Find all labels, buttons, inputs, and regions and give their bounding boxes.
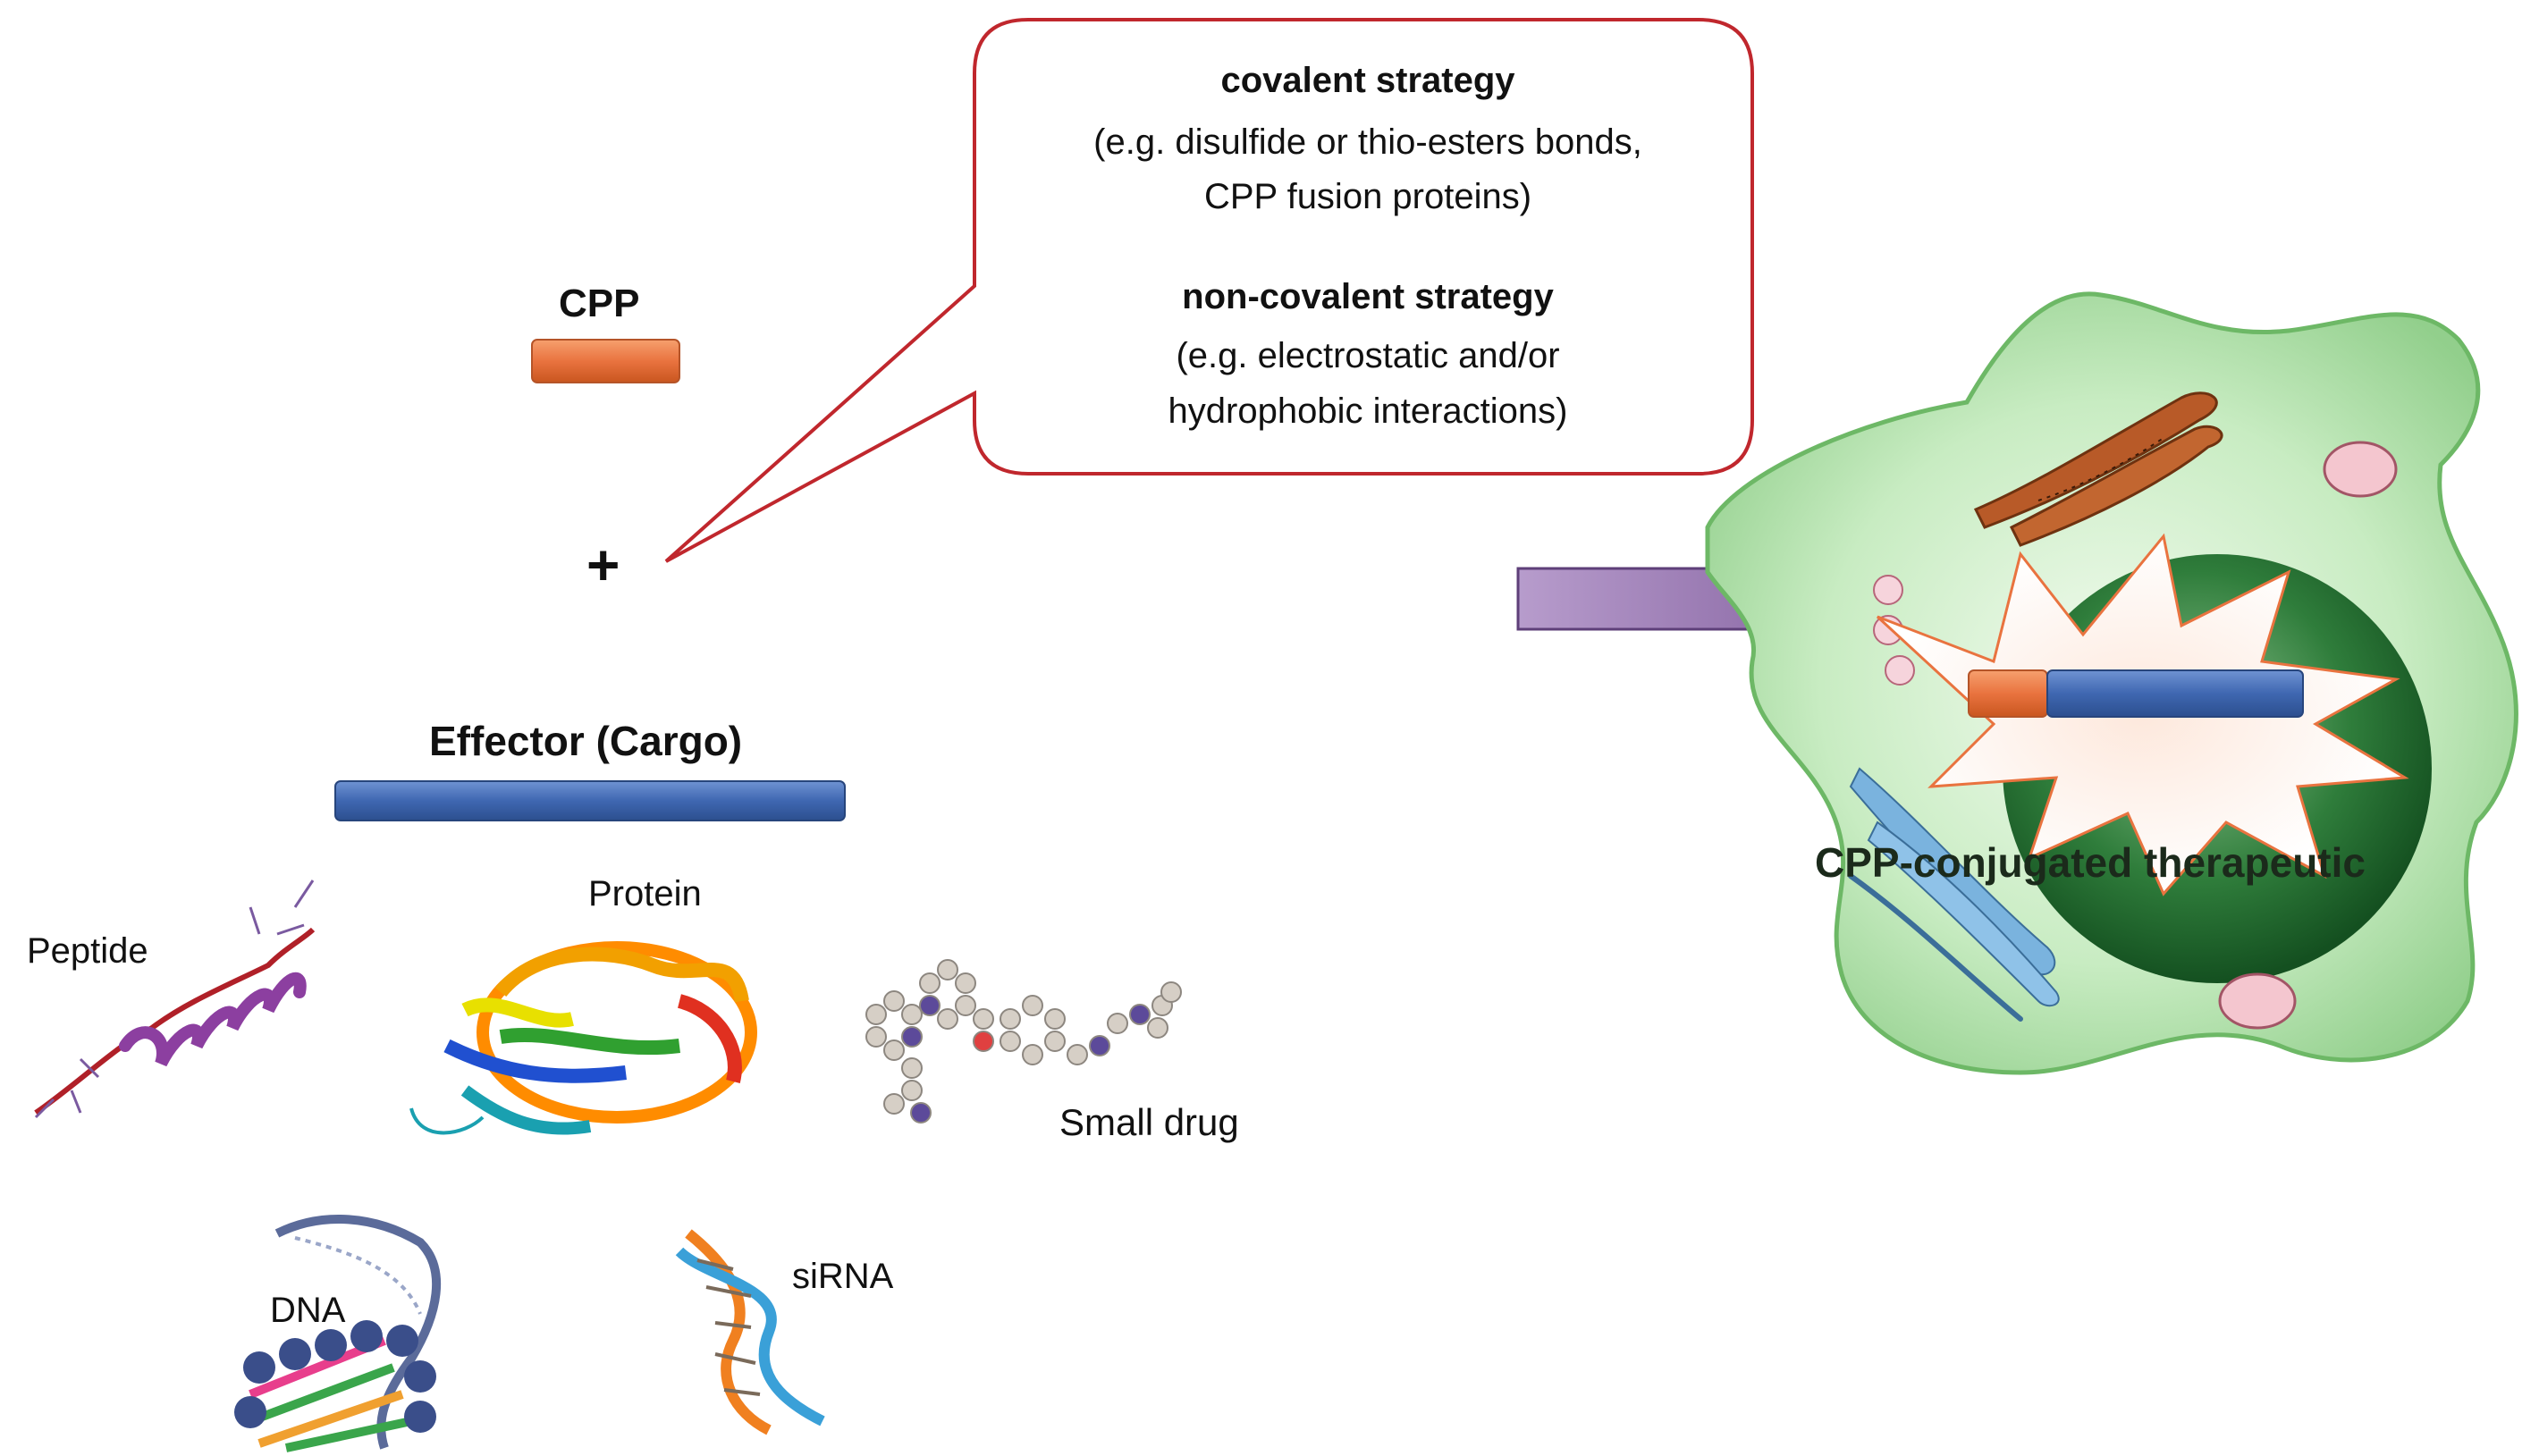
callout-covalent-line1: (e.g. disulfide or thio-esters bonds, <box>1093 122 1642 162</box>
callout-noncovalent-line2: hydrophobic interactions) <box>1168 391 1568 431</box>
endoplasmic-reticulum <box>1848 767 2060 1022</box>
cpp-bar <box>531 339 680 383</box>
dna-label: DNA <box>270 1291 346 1330</box>
cell-label: CPP-conjugated therapeutic <box>1815 839 2366 886</box>
sirna-label: siRNA <box>792 1257 894 1296</box>
dna-icon <box>234 1214 442 1452</box>
cpp-label: CPP <box>559 282 640 325</box>
vesicle <box>1873 575 1903 605</box>
mitochondrion <box>2323 441 2398 498</box>
plus-sign: + <box>586 533 620 597</box>
small-drug-icon <box>865 959 1182 1124</box>
callout-noncovalent-line1: (e.g. electrostatic and/or <box>1176 336 1560 375</box>
noncovalent-title: non-covalent strategy <box>1182 277 1554 316</box>
peptide-icon <box>34 879 316 1119</box>
protein-label: Protein <box>588 874 702 913</box>
effector-bar <box>334 780 846 821</box>
sirna-icon <box>675 1229 825 1435</box>
callout-bubble <box>664 18 1754 563</box>
peptide-label: Peptide <box>27 931 148 971</box>
conjugate-cpp-part <box>1968 669 2048 718</box>
golgi-apparatus <box>1973 391 2223 547</box>
callout-noncovalent-title: non-covalent strategy <box>974 277 1761 317</box>
mitochondrion <box>2218 972 2297 1030</box>
cell <box>1705 291 2518 1075</box>
conjugate-cargo-part <box>2046 669 2304 718</box>
covalent-title: covalent strategy <box>1220 61 1515 100</box>
callout-covalent-line2: CPP fusion proteins) <box>1203 177 1532 216</box>
callout-covalent-title: covalent strategy <box>974 61 1761 101</box>
small-drug-label: Small drug <box>1059 1101 1239 1143</box>
vesicle <box>1885 655 1915 686</box>
effector-label: Effector (Cargo) <box>429 718 743 764</box>
protein-icon <box>409 941 757 1135</box>
